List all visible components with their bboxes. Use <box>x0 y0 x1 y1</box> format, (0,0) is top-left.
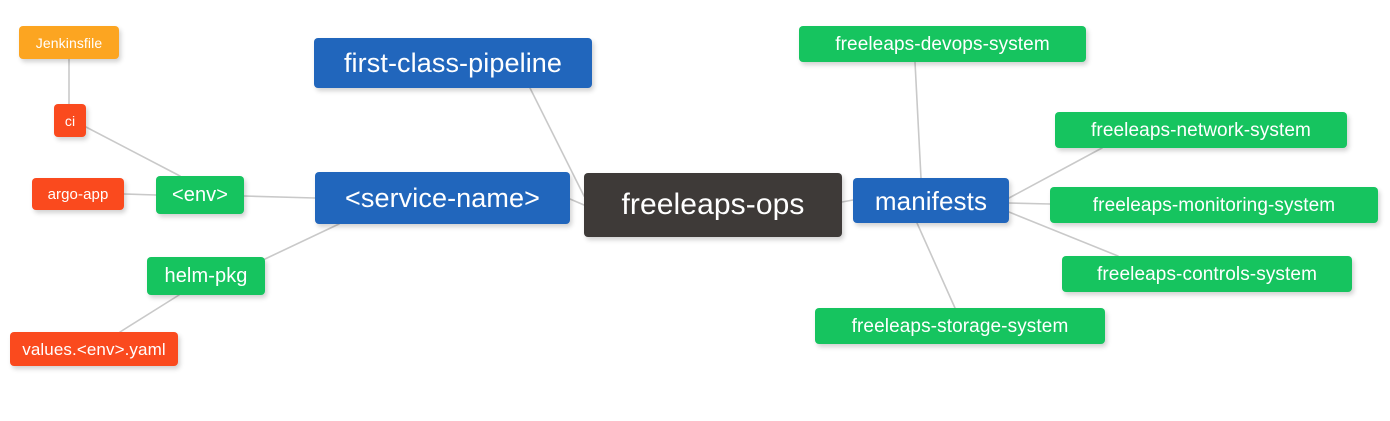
node-jenkinsfile[interactable]: Jenkinsfile <box>19 26 119 59</box>
node-label-freeleaps-devops-system: freeleaps-devops-system <box>835 33 1050 55</box>
node-env[interactable]: <env> <box>156 176 244 214</box>
node-freeleaps-controls-system[interactable]: freeleaps-controls-system <box>1062 256 1352 292</box>
node-freeleaps-storage-system[interactable]: freeleaps-storage-system <box>815 308 1105 344</box>
edge-manifests-to-freeleaps-devops-system <box>914 61 922 179</box>
node-label-freeleaps-controls-system: freeleaps-controls-system <box>1096 263 1318 285</box>
edge-helm-pkg-to-values-yaml <box>119 294 180 333</box>
node-label-service-name: <service-name> <box>345 182 540 213</box>
edge-manifests-to-freeleaps-storage-system <box>916 222 956 309</box>
node-service-name[interactable]: <service-name> <box>315 172 570 224</box>
node-label-env: <env> <box>171 184 229 206</box>
edge-env-to-argo-app <box>123 193 157 196</box>
edge-env-to-ci <box>85 126 181 177</box>
node-freeleaps-monitoring-system[interactable]: freeleaps-monitoring-system <box>1050 187 1378 223</box>
node-first-class-pipeline[interactable]: first-class-pipeline <box>314 38 592 88</box>
node-manifests[interactable]: manifests <box>853 178 1009 223</box>
node-label-ci: ci <box>64 112 76 129</box>
node-argo-app[interactable]: argo-app <box>32 178 124 210</box>
node-label-helm-pkg: helm-pkg <box>164 265 248 287</box>
node-freeleaps-devops-system[interactable]: freeleaps-devops-system <box>799 26 1086 62</box>
node-helm-pkg[interactable]: helm-pkg <box>147 257 265 295</box>
edge-manifests-to-freeleaps-monitoring-system <box>1008 202 1051 205</box>
node-ci[interactable]: ci <box>54 104 86 137</box>
node-values-yaml[interactable]: values.<env>.yaml <box>10 332 178 366</box>
edge-service-name-to-env <box>243 195 316 199</box>
node-label-values-yaml: values.<env>.yaml <box>22 339 166 359</box>
node-label-freeleaps-network-system: freeleaps-network-system <box>1091 119 1311 141</box>
node-label-freeleaps-monitoring-system: freeleaps-monitoring-system <box>1092 194 1336 216</box>
node-label-first-class-pipeline: first-class-pipeline <box>343 47 563 78</box>
node-label-manifests: manifests <box>874 185 988 216</box>
edge-freeleaps-ops-to-service-name <box>569 198 585 206</box>
edge-service-name-to-helm-pkg <box>264 223 340 260</box>
node-freeleaps-network-system[interactable]: freeleaps-network-system <box>1055 112 1347 148</box>
node-label-freeleaps-ops: freeleaps-ops <box>621 188 805 221</box>
node-label-argo-app: argo-app <box>47 185 109 203</box>
node-label-jenkinsfile: Jenkinsfile <box>35 34 103 51</box>
edge-freeleaps-ops-to-manifests <box>841 199 854 203</box>
node-freeleaps-ops[interactable]: freeleaps-ops <box>584 173 842 237</box>
node-label-freeleaps-storage-system: freeleaps-storage-system <box>851 315 1069 337</box>
